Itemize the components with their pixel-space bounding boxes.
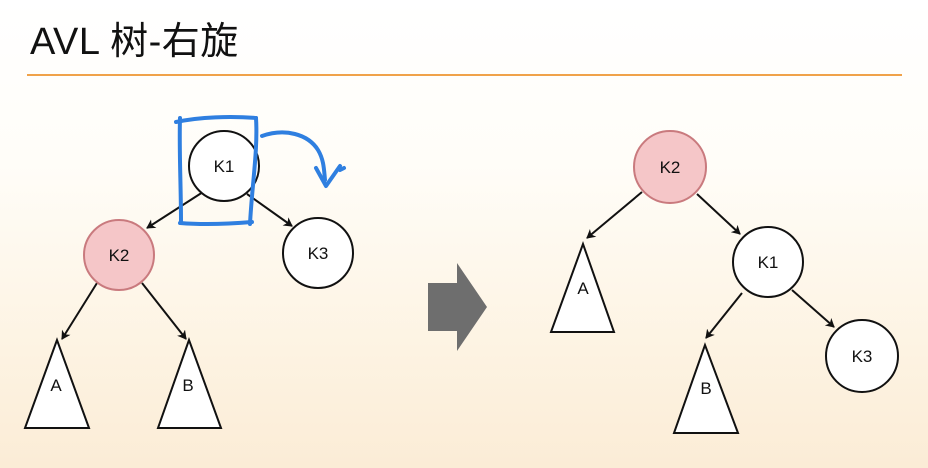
after-subtree-b-label: B xyxy=(700,379,711,398)
after-node-k1: K1 xyxy=(732,226,804,298)
after-node-k1-label: K1 xyxy=(758,253,779,272)
before-node-k1: K1 xyxy=(188,130,260,202)
before-subtree-a: A xyxy=(23,337,91,429)
after-node-k3: K3 xyxy=(825,319,899,393)
edge-k1-k3 xyxy=(246,193,293,227)
title-divider xyxy=(27,74,902,76)
after-subtree-b: B xyxy=(672,342,740,434)
edge-k2-b xyxy=(141,282,187,340)
before-tree: K1 K2 K3 A B xyxy=(23,130,354,429)
before-subtree-b: B xyxy=(156,337,223,429)
edge-k2-a xyxy=(61,282,98,340)
after-subtree-a-label: A xyxy=(577,279,589,298)
after-node-k2: K2 xyxy=(633,130,707,204)
edge-after-k2-k1 xyxy=(696,193,741,235)
after-node-k2-label: K2 xyxy=(660,158,681,177)
before-subtree-a-label: A xyxy=(50,376,62,395)
before-node-k2: K2 xyxy=(83,219,155,291)
right-arrow-icon xyxy=(428,263,487,351)
after-node-k3-label: K3 xyxy=(852,347,873,366)
after-tree: K2 K1 K3 A B xyxy=(549,130,899,434)
edge-after-k1-b xyxy=(705,292,743,339)
edge-after-k1-k3 xyxy=(791,289,835,328)
slide-title: AVL 树-右旋 xyxy=(30,21,239,63)
before-node-k2-label: K2 xyxy=(109,246,130,265)
before-node-k3-label: K3 xyxy=(308,244,329,263)
hand-drawn-rotation-mark-icon xyxy=(174,115,346,227)
before-node-k1-label: K1 xyxy=(214,157,235,176)
before-subtree-b-label: B xyxy=(182,376,193,395)
edge-k1-k2 xyxy=(146,191,204,229)
edge-after-k2-a xyxy=(586,191,643,239)
after-subtree-a: A xyxy=(549,241,616,333)
before-node-k3: K3 xyxy=(282,217,354,289)
